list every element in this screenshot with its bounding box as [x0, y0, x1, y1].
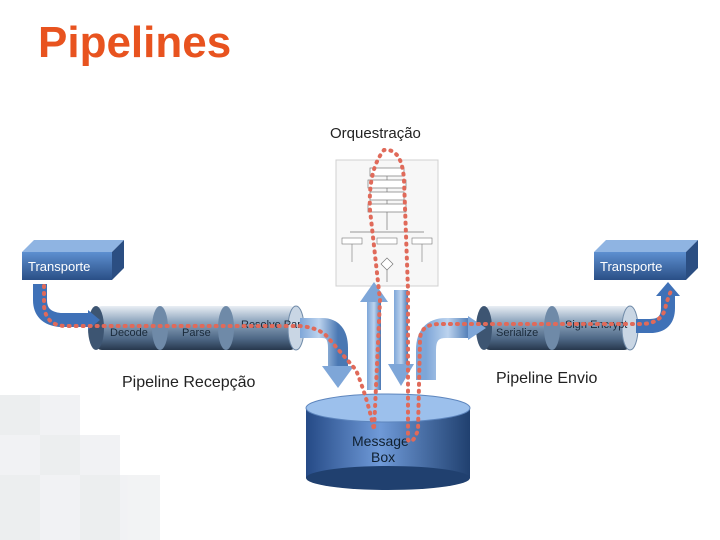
transport-right-box: Transporte: [594, 240, 698, 280]
message-flow-dots: [42, 147, 674, 444]
send-pipeline-label: Pipeline Envio: [496, 370, 598, 387]
transport-right-label: Transporte: [600, 259, 662, 274]
message-box-label-line2: Box: [371, 449, 395, 465]
send-pipeline: Serialize Sign Encrypt: [476, 305, 639, 351]
message-box: Message Box: [305, 393, 471, 490]
receive-pipeline-label: Pipeline Recepção: [122, 374, 256, 391]
transport-left-label: Transporte: [28, 259, 90, 274]
orchestration-workflow-image: [335, 159, 439, 287]
send-stage-serialize: Serialize: [496, 327, 538, 339]
orchestration-label: Orquestração: [330, 125, 421, 142]
transport-left-box: Transporte: [22, 240, 124, 280]
flow-arrows: [33, 282, 680, 390]
receive-pipeline: Decode Parse Resolve Party: [88, 305, 310, 351]
page-title: Pipelines: [38, 18, 232, 67]
receive-stage-decode: Decode: [110, 327, 148, 339]
background-tiles: [0, 395, 160, 540]
receive-stage-parse: Parse: [182, 327, 211, 339]
message-box-label-line1: Message: [352, 433, 409, 449]
